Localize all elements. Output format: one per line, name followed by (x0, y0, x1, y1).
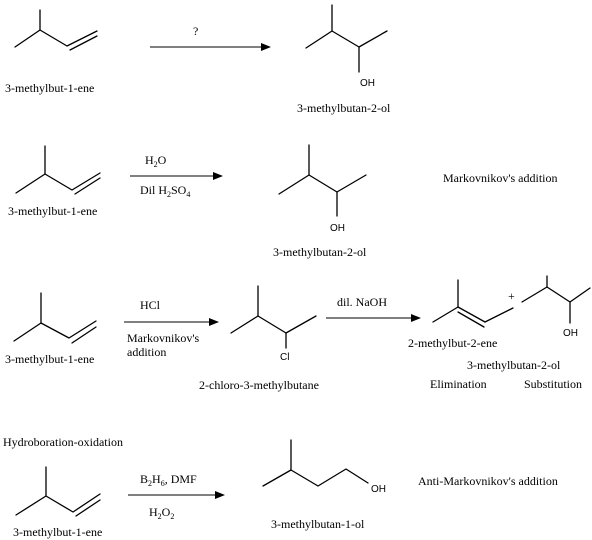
product-3a-type: Elimination (430, 377, 487, 391)
reactant-3-name: 3-methylbut-1-ene (5, 352, 94, 366)
product-3b-name: 3-methylbutan-2-ol (467, 358, 561, 372)
reactant-2-name: 3-methylbut-1-ene (8, 204, 97, 218)
reaction-3-reagent-1-note-1: Markovnikov's (127, 331, 199, 345)
product-4-name: 3-methylbutan-1-ol (271, 517, 365, 531)
product-3b-type: Substitution (524, 377, 582, 391)
intermediate-structure (230, 285, 317, 349)
product-1-name: 3-methylbutan-2-ol (297, 101, 391, 115)
reaction-2-reagent-top: H2O (145, 153, 167, 169)
product-3a-structure (432, 279, 514, 328)
product-2-name: 3-methylbutan-2-ol (273, 245, 367, 259)
reactant-3-structure (13, 292, 97, 344)
reaction-3: 3-methylbut-1-ene HCl Markovnikov's addi… (5, 275, 591, 392)
product-1-structure (305, 4, 388, 73)
reaction-4-note: Anti-Markovnikov's addition (418, 474, 558, 488)
reaction-4-heading: Hydroboration-oxidation (3, 435, 123, 449)
reaction-4-reagent-top: B2H6, DMF (140, 472, 197, 488)
product-4-structure (262, 439, 369, 487)
reaction-3-reagent-1: HCl (140, 298, 161, 312)
intermediate-cl-label: Cl (280, 352, 289, 363)
reaction-3-reagent-1-note-2: addition (127, 345, 166, 359)
product-1-oh-label: OH (360, 78, 375, 89)
reaction-2: 3-methylbut-1-ene H2O Dil H2SO4 OH 3-met… (8, 144, 558, 259)
reaction-3-reagent-2: dil. NaOH (337, 295, 387, 309)
reactant-2-structure (15, 145, 101, 195)
product-2-oh-label: OH (330, 223, 345, 234)
reaction-4-reagent-bottom: H2O2 (149, 505, 174, 521)
reaction-2-reagent-bottom: Dil H2SO4 (140, 183, 190, 199)
product-2-structure (278, 144, 367, 217)
reaction-1: 3-methylbut-1-ene ? OH 3-methylbutan-2-o… (5, 4, 391, 115)
plus-sign: + (508, 289, 515, 303)
reaction-4: Hydroboration-oxidation 3-methylbut-1-en… (3, 435, 558, 539)
reaction-1-reagent: ? (193, 24, 198, 38)
reactant-1-structure (14, 9, 98, 51)
reaction-2-note: Markovnikov's addition (443, 171, 558, 185)
intermediate-name: 2-chloro-3-methylbutane (199, 378, 319, 392)
reactant-1-name: 3-methylbut-1-ene (5, 81, 94, 95)
product-3b-structure (521, 275, 591, 324)
reactant-4-name: 3-methylbut-1-ene (13, 525, 102, 539)
product-3a-name: 2-methylbut-2-ene (408, 336, 497, 350)
reactant-4-structure (15, 466, 101, 517)
product-3b-oh-label: OH (563, 328, 578, 339)
product-4-oh-label: OH (371, 484, 386, 495)
